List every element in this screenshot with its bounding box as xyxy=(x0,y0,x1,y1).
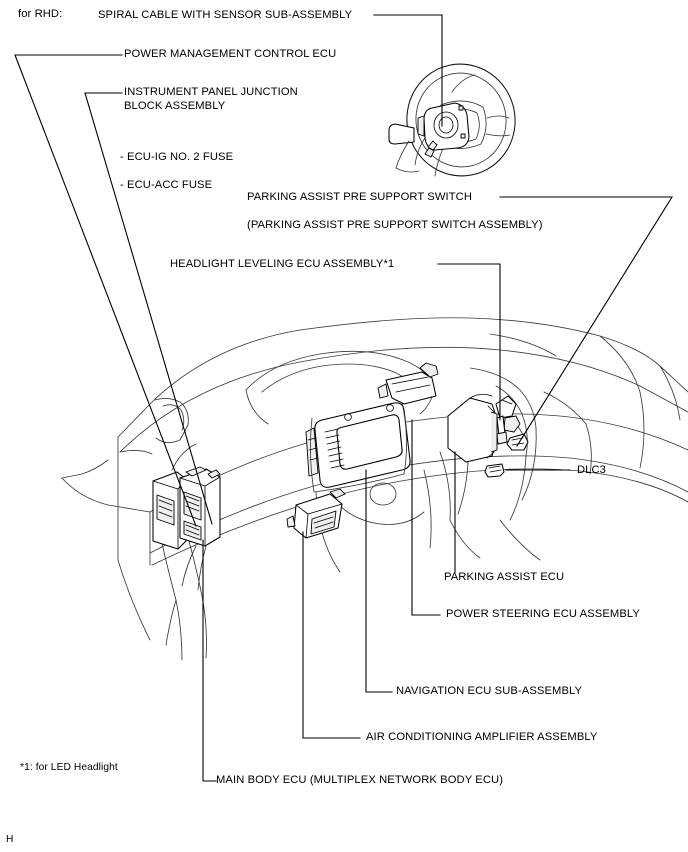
label-dlc3: DLC3 xyxy=(577,464,607,476)
label-ipj-block-line2: BLOCK ASSEMBLY xyxy=(124,100,226,112)
dlc3-connector xyxy=(484,463,505,478)
parking-assist-ecu-module xyxy=(447,394,525,463)
leader-instrument-panel-junction xyxy=(84,92,213,525)
label-power-steering-ecu: POWER STEERING ECU ASSEMBLY xyxy=(446,608,640,620)
steering-wheel-illustration xyxy=(388,63,516,177)
label-ipj-block-line1: INSTRUMENT PANEL JUNCTION xyxy=(124,86,298,98)
leader-spiral-cable xyxy=(373,14,443,127)
label-air-conditioning-amplifier: AIR CONDITIONING AMPLIFIER ASSEMBLY xyxy=(366,731,598,743)
label-fuse-ecu-ig: - ECU-IG NO. 2 FUSE xyxy=(120,151,234,163)
label-spiral-cable: SPIRAL CABLE WITH SENSOR SUB-ASSEMBLY xyxy=(98,9,353,21)
label-navigation-ecu: NAVIGATION ECU SUB-ASSEMBLY xyxy=(396,685,583,697)
left-ecu-modules xyxy=(152,443,221,591)
label-parking-assist-switch-alt: (PARKING ASSIST PRE SUPPORT SWITCH ASSEM… xyxy=(247,219,543,231)
label-power-management-ecu: POWER MANAGEMENT CONTROL ECU xyxy=(124,48,337,60)
headlight-leveling-ecu-module xyxy=(496,415,508,445)
label-headlight-leveling-ecu: HEADLIGHT LEVELING ECU ASSEMBLY*1 xyxy=(170,258,395,270)
label-fuse-ecu-acc: - ECU-ACC FUSE xyxy=(120,179,213,191)
leader-main-body-ecu xyxy=(202,539,217,782)
footnote-led-headlight: *1: for LED Headlight xyxy=(20,762,118,773)
variant-note: for RHD: xyxy=(18,8,63,20)
air-conditioning-amplifier-module xyxy=(286,488,346,539)
label-main-body-ecu: MAIN BODY ECU (MULTIPLEX NETWORK BODY EC… xyxy=(216,774,504,786)
leader-lines xyxy=(14,14,673,782)
label-parking-assist-switch: PARKING ASSIST PRE SUPPORT SWITCH xyxy=(247,191,473,203)
instrument-panel-illustration xyxy=(61,317,688,661)
leader-headlight-leveling-ecu xyxy=(437,263,501,421)
page-marker: H xyxy=(6,834,14,845)
leader-power-steering-ecu xyxy=(411,419,441,616)
navigation-head-unit xyxy=(305,401,411,493)
label-parking-assist-ecu: PARKING ASSIST ECU xyxy=(444,571,565,583)
parking-assist-pre-support-switch xyxy=(506,433,529,451)
leader-parking-assist-switch xyxy=(499,196,673,447)
leader-navigation-ecu xyxy=(365,469,393,693)
leader-power-management-ecu xyxy=(14,54,197,527)
leader-air-conditioning-amplifier xyxy=(302,531,361,739)
